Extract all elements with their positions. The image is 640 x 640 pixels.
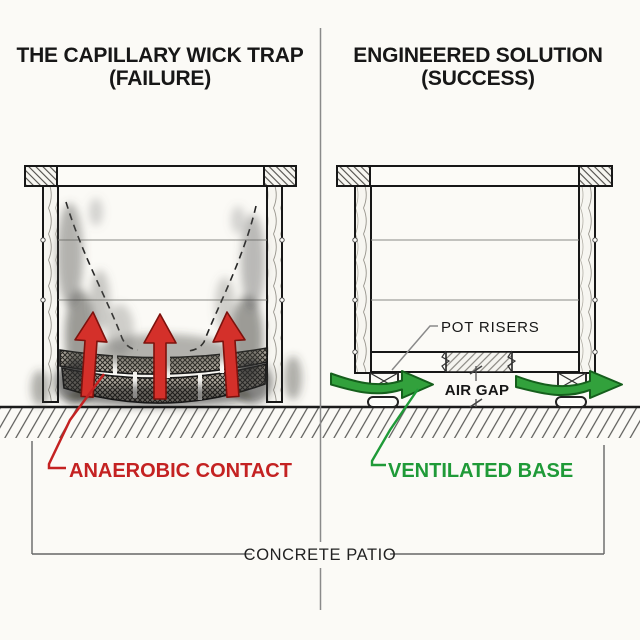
left-title-line2: (FAILURE) — [109, 67, 211, 90]
anaerobic-leader-line — [47, 373, 106, 470]
concrete-patio-label: CONCRETE PATIO — [244, 546, 397, 564]
right-title-line1: ENGINEERED SOLUTION — [353, 44, 602, 67]
joint-notches — [352, 237, 598, 355]
air-gap-label: AIR GAP — [445, 382, 510, 399]
stain-blob — [89, 198, 103, 226]
concrete-patio-bracket — [31, 441, 605, 555]
riser-pad-left — [367, 396, 399, 408]
ventilated-base-label: VENTILATED BASE — [388, 460, 573, 482]
rim-end-block-right — [578, 165, 613, 187]
bottom-center-cleat — [445, 351, 513, 373]
stain-blob — [31, 370, 49, 406]
stain-blob — [231, 206, 245, 234]
rim-end-block-left — [24, 165, 58, 187]
left-panel: THE CAPILLARY WICK TRAP (FAILURE) — [16, 44, 303, 482]
break-mark — [507, 350, 517, 373]
joint-notches — [40, 237, 285, 303]
airflow-arrow-icon-right — [515, 370, 623, 399]
right-title-line2: (SUCCESS) — [421, 67, 535, 90]
pot-rim-cap — [24, 165, 297, 187]
break-mark — [441, 350, 451, 373]
failed-pot — [24, 165, 302, 407]
anaerobic-contact-label: ANAEROBIC CONTACT — [69, 460, 292, 482]
pot-rim-cap — [336, 165, 613, 187]
right-panel: ENGINEERED SOLUTION (SUCCESS) — [330, 44, 623, 482]
pot-wall-right — [578, 185, 596, 374]
left-title-line1: THE CAPILLARY WICK TRAP — [16, 44, 303, 67]
stain-blob — [231, 296, 263, 380]
riser-pad-right — [555, 396, 587, 408]
pot-wall-left — [354, 185, 372, 374]
pot-risers-label: POT RISERS — [441, 319, 540, 336]
stain-blob — [57, 203, 83, 307]
air-gap-dimension — [469, 365, 483, 408]
pot-wall-right — [266, 185, 283, 403]
stain-blob — [284, 356, 302, 400]
pot-risers-leader-line — [391, 325, 438, 371]
pot-wall-left — [42, 185, 59, 403]
engineered-pot: POT RISERS AIR GAP — [330, 165, 623, 408]
ventilated-leader-line — [370, 388, 419, 467]
rim-end-block-left — [336, 165, 371, 187]
stain-blob — [241, 214, 265, 310]
rim-end-block-right — [263, 165, 297, 187]
stain-blob — [106, 304, 134, 356]
